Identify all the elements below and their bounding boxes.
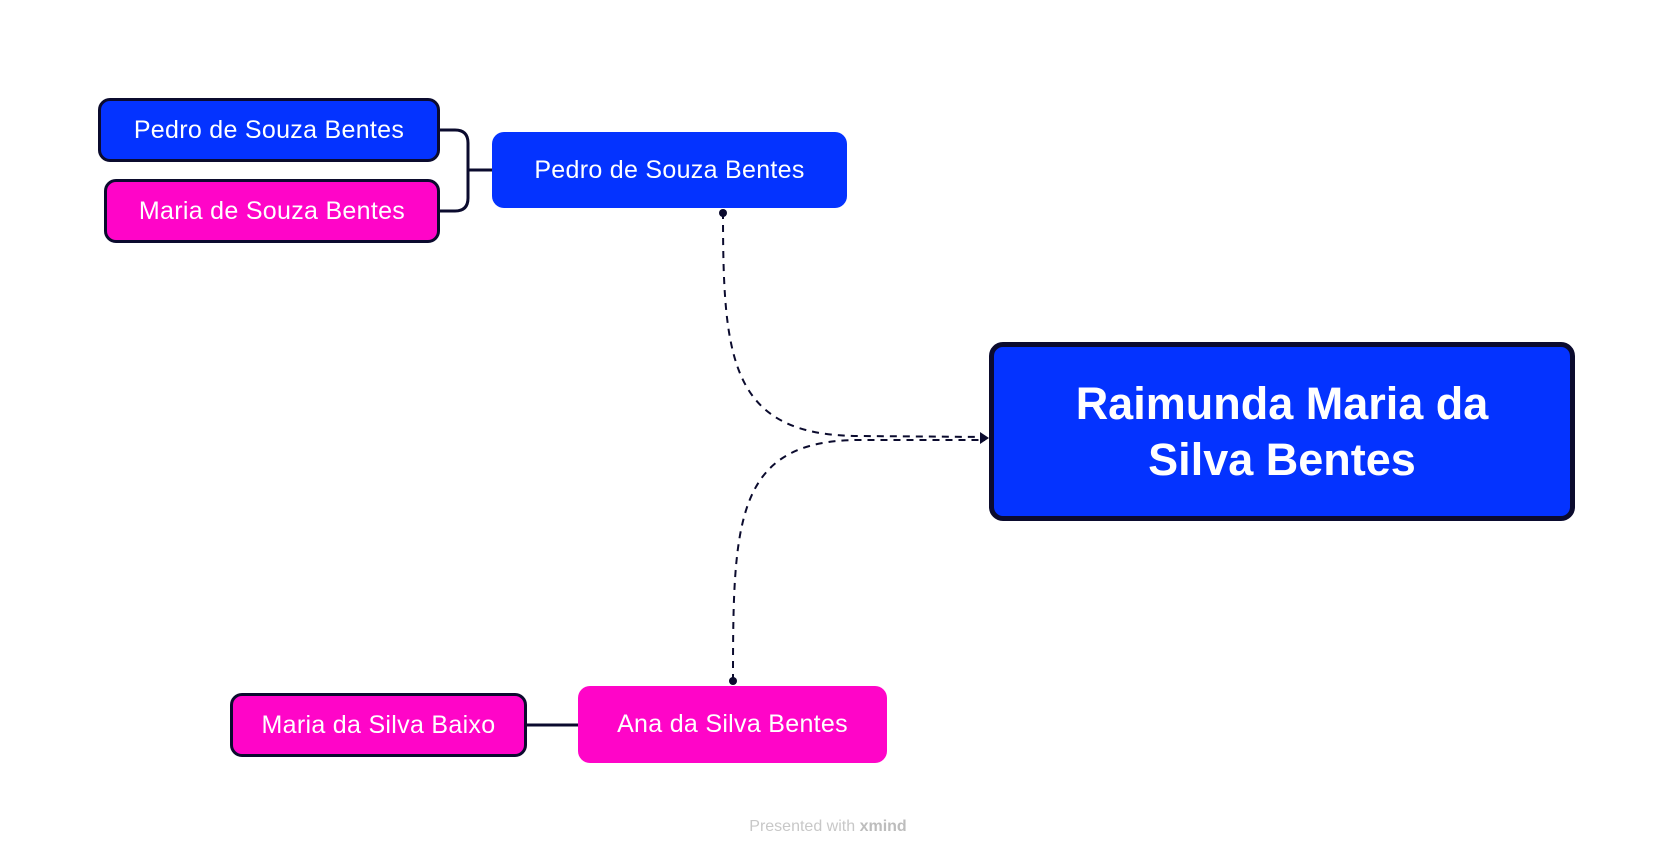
node-label: Ana da Silva Bentes [617,710,848,738]
xmind-logo: xmind [859,818,907,835]
node-father[interactable]: Pedro de Souza Bentes [492,132,847,208]
node-root[interactable]: Raimunda Maria da Silva Bentes [989,342,1575,521]
node-paternal-grandmother[interactable]: Maria de Souza Bentes [104,179,440,243]
node-label: Pedro de Souza Bentes [133,115,405,144]
node-label: Maria de Souza Bentes [138,196,406,225]
root-label: Raimunda Maria da Silva Bentes [1075,377,1489,485]
node-maternal-grandmother[interactable]: Maria da Silva Baixo [230,693,527,757]
relationship-start-dot [719,209,727,217]
relationship-mother-root [732,439,985,682]
footer-prefix: Presented with [749,818,856,835]
node-label: Maria da Silva Baixo [261,710,496,739]
node-paternal-grandfather[interactable]: Pedro de Souza Bentes [98,98,440,162]
relationship-father-root [722,211,986,438]
connector-grandparents-father [440,128,492,213]
relationship-start-dot [729,677,737,685]
node-label: Pedro de Souza Bentes [534,155,805,184]
footer-watermark: Presented with xmind [0,818,1656,836]
node-mother[interactable]: Ana da Silva Bentes [578,686,887,763]
arrowhead-icon [980,432,989,444]
